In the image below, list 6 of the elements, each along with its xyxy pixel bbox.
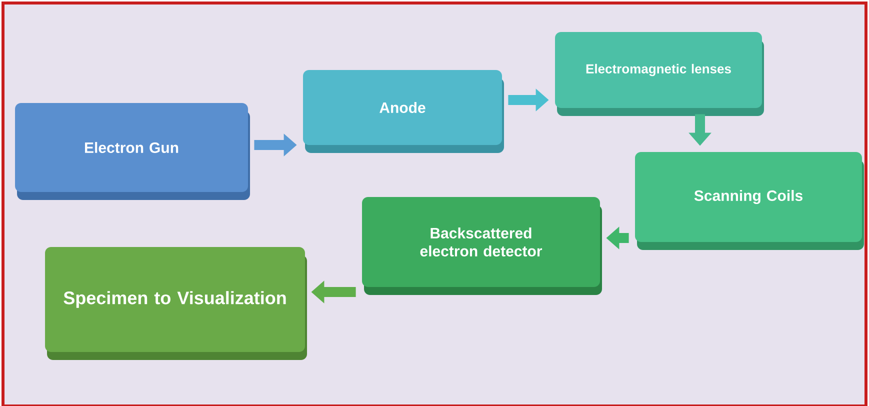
process-box: Backscattered electron detector — [362, 197, 602, 295]
process-box: Specimen to Visualization — [45, 246, 307, 360]
process-box: Electromagnetic lenses — [555, 32, 764, 116]
process-box: Electron Gun — [15, 103, 250, 200]
process-box: Anode — [303, 70, 504, 153]
process-box: Scanning Coils — [635, 152, 864, 250]
